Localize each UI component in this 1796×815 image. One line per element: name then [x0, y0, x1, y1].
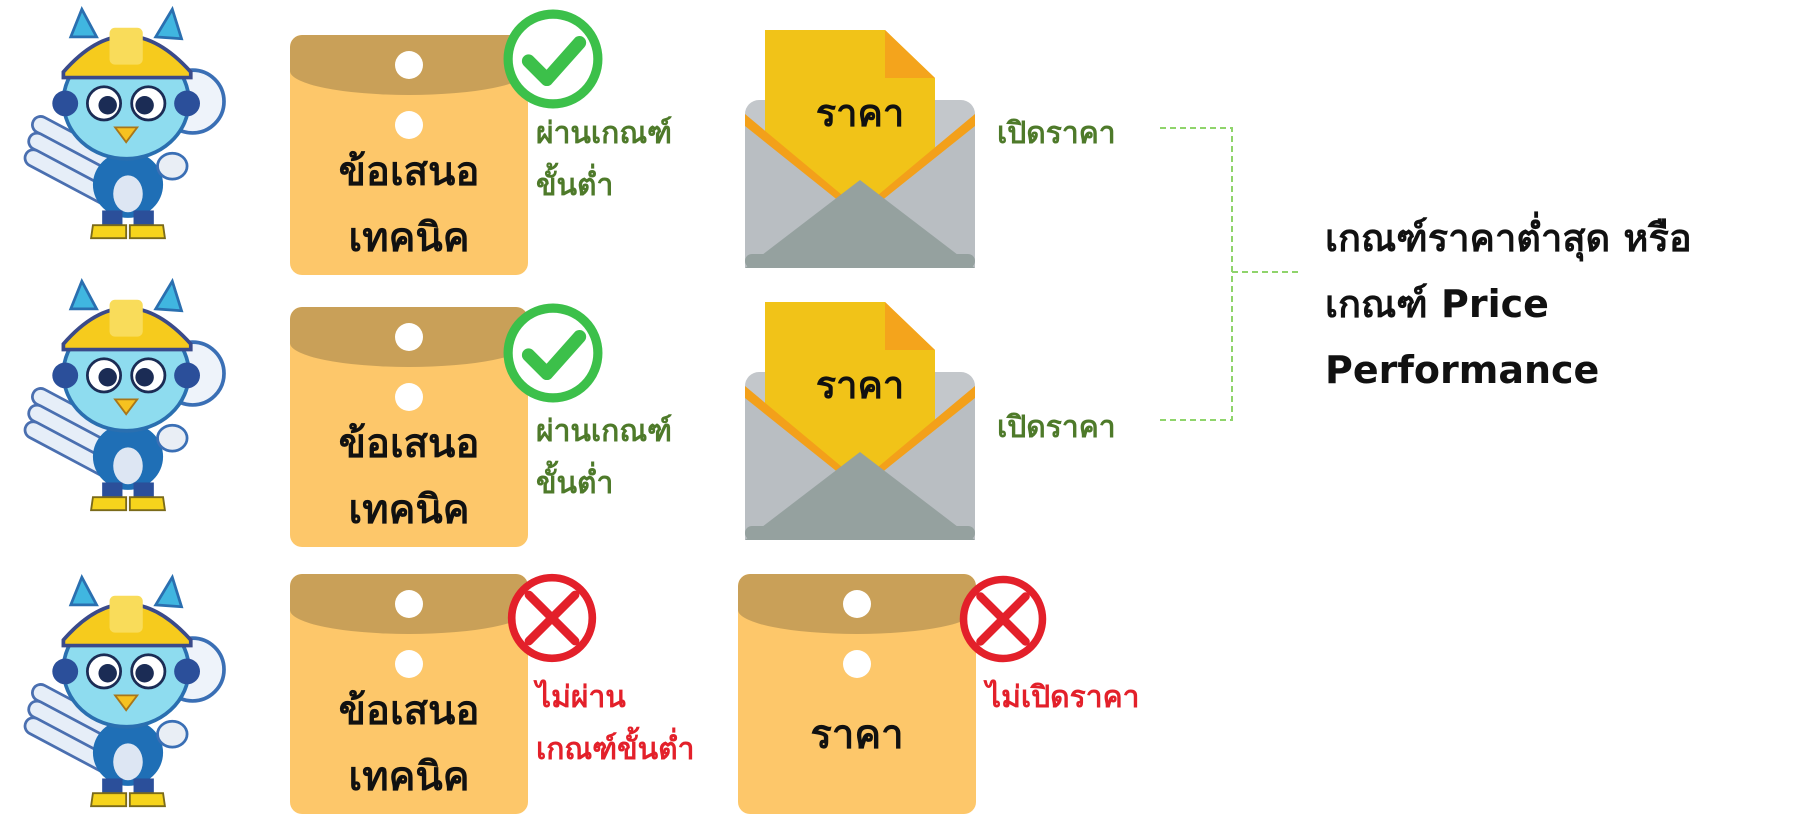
technical-proposal-envelope: ข้อเสนอ เทคนิค — [290, 307, 528, 547]
status-label: ไม่ผ่าน เกณฑ์ขั้นต่ำ — [536, 672, 695, 776]
status-label: ผ่านเกณฑ์ ขั้นต่ำ — [536, 406, 672, 510]
open-envelope-icon: ราคา — [745, 30, 975, 270]
check-circle-icon — [502, 8, 604, 110]
open-price-label: เปิดราคา — [997, 116, 1116, 151]
mascot-icon — [8, 0, 248, 240]
status-line1: ผ่านเกณฑ์ — [536, 116, 673, 151]
technical-label-line2: เทคนิค — [348, 754, 470, 800]
price-label: ราคา — [810, 712, 904, 758]
status-line1: ไม่ผ่าน — [536, 680, 626, 715]
status-label: ผ่านเกณฑ์ ขั้นต่ำ — [536, 108, 672, 212]
cross-circle-icon — [956, 572, 1050, 666]
result-line2: เกณฑ์ Price Performance — [1325, 282, 1600, 392]
bracket-connector — [1160, 127, 1300, 421]
open-envelope-icon: ราคา — [745, 302, 975, 542]
mascot-icon — [8, 272, 248, 512]
price-label: ราคา — [815, 363, 905, 407]
open-price-label: เปิดราคา — [997, 410, 1116, 445]
technical-label-line1: ข้อเสนอ — [338, 421, 480, 467]
check-circle-icon — [502, 302, 604, 404]
status-line2: ขั้นต่ำ — [536, 168, 614, 203]
mascot-icon — [8, 568, 248, 808]
evaluation-criteria-text: เกณฑ์ราคาต่ำสุด หรือ เกณฑ์ Price Perform… — [1325, 205, 1796, 403]
status-line2: ขั้นต่ำ — [536, 466, 614, 501]
status-line1: ผ่านเกณฑ์ — [536, 414, 673, 449]
no-open-price-label: ไม่เปิดราคา — [986, 680, 1140, 715]
technical-label-line1: ข้อเสนอ — [338, 688, 480, 734]
result-line1: เกณฑ์ราคาต่ำสุด หรือ — [1325, 216, 1692, 260]
technical-label-line2: เทคนิค — [348, 487, 470, 533]
technical-label-line1: ข้อเสนอ — [338, 149, 480, 195]
cross-circle-icon — [504, 570, 600, 666]
technical-label-line2: เทคนิค — [348, 215, 470, 261]
unopened-price-envelope: ราคา — [738, 574, 976, 814]
technical-proposal-envelope: ข้อเสนอ เทคนิค — [290, 35, 528, 275]
status-line2: เกณฑ์ขั้นต่ำ — [536, 732, 695, 767]
price-label: ราคา — [815, 91, 905, 135]
technical-proposal-envelope: ข้อเสนอ เทคนิค — [290, 574, 528, 814]
